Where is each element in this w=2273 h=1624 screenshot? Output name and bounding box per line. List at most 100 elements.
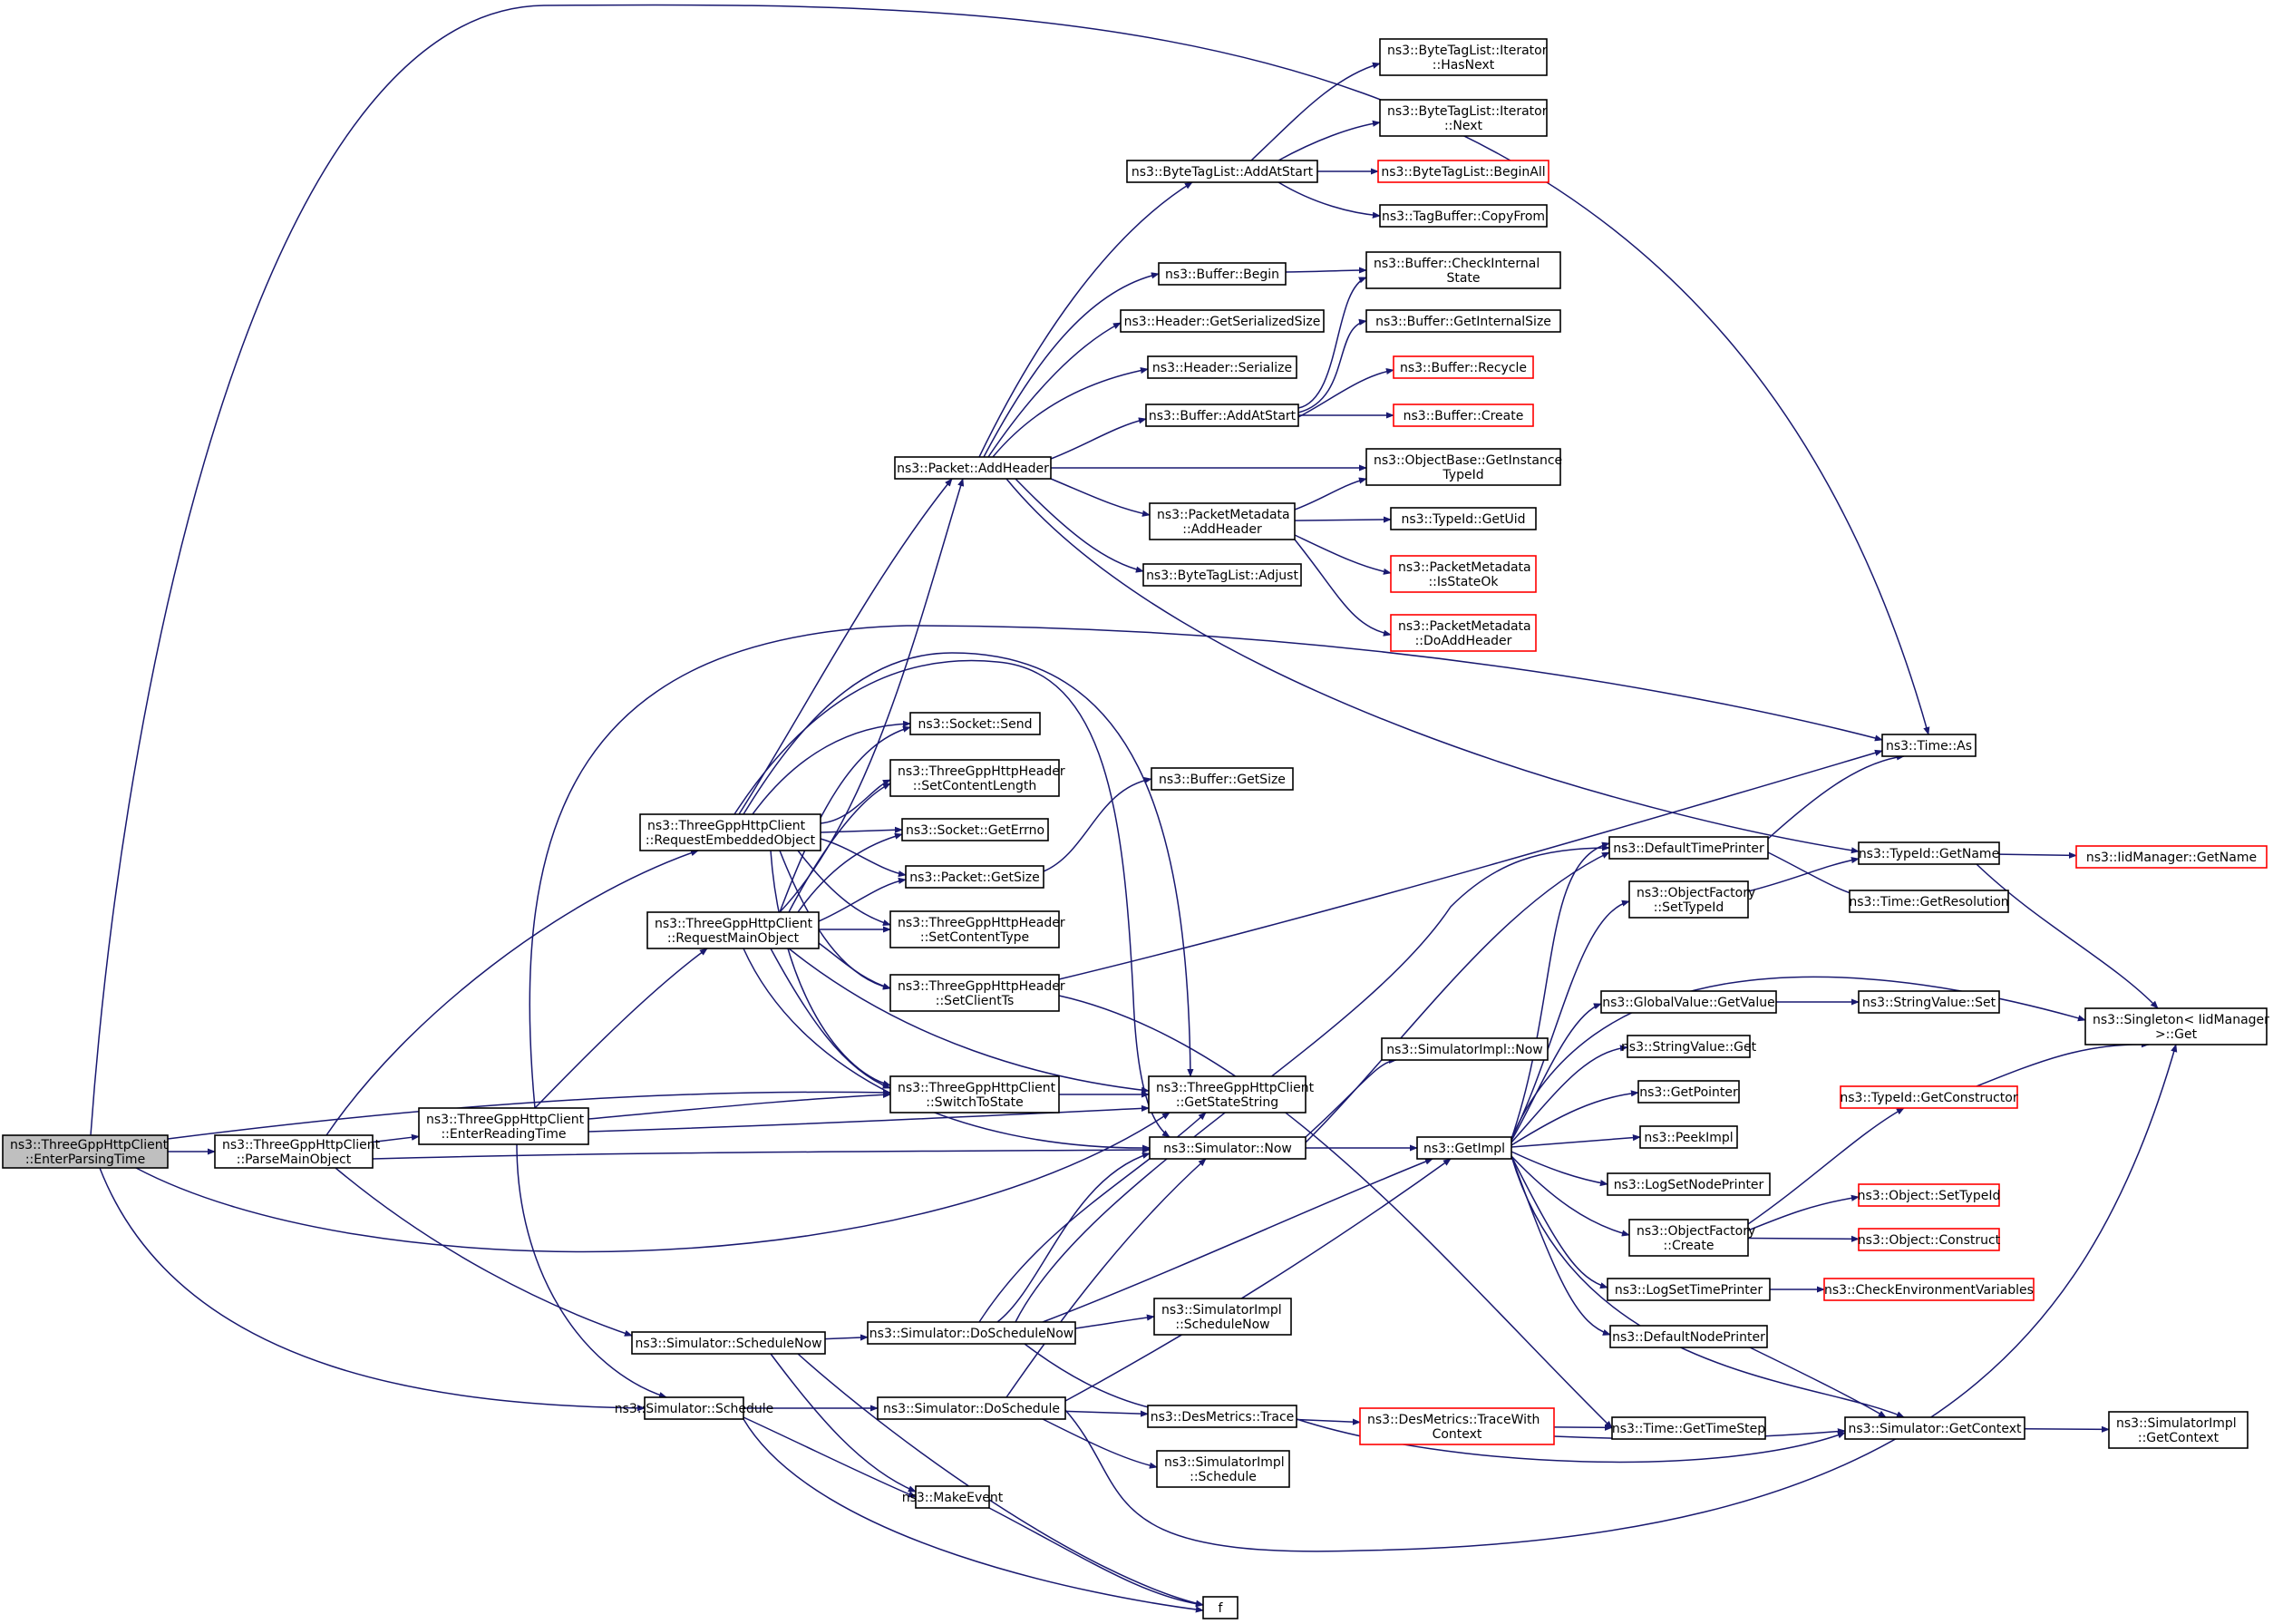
- edge-pktAddHeader-to-btlAdjust: [1015, 478, 1144, 573]
- node-get-impl[interactable]: ns3::GetImpl: [1416, 1136, 1512, 1160]
- edge-root-to-sched: [99, 1167, 646, 1412]
- node-box: [1858, 1183, 2000, 1207]
- edge-getImpl-to-logSetNodePrinter: [1510, 1151, 1608, 1187]
- node-obj-set-type-id[interactable]: ns3::Object::SetTypeId: [1858, 1183, 2001, 1207]
- node-label: ::AddHeader: [1182, 522, 1262, 537]
- node-box: [1390, 555, 1537, 593]
- node-label: ns3::ByteTagList::BeginAll: [1381, 165, 1545, 180]
- edge-objFactCreate-to-objSetTypeId: [1747, 1194, 1860, 1231]
- node-buf-add-at-start[interactable]: ns3::Buffer::AddAtStart: [1145, 404, 1299, 427]
- node-sim-get-context[interactable]: ns3::Simulator::GetContext: [1844, 1416, 2025, 1440]
- node-do-schedule-now[interactable]: ns3::Simulator::DoScheduleNow: [867, 1321, 1076, 1345]
- node-obj-fact-set-type-id[interactable]: ns3::ObjectFactory::SetTypeId: [1628, 880, 1755, 919]
- edge-pmAddHeader-to-pmIsStateOk: [1294, 534, 1392, 575]
- node-tag-buf-copy-from[interactable]: ns3::TagBuffer::CopyFrom: [1379, 204, 1548, 228]
- node-iid-get-name[interactable]: ns3::IidManager::GetName: [2075, 845, 2268, 869]
- node-type-id-get-constructor[interactable]: ns3::TypeId::GetConstructor: [1840, 1085, 2018, 1109]
- edge-reqMain-to-getErrno: [797, 832, 903, 913]
- node-log-set-node-printer[interactable]: ns3::LogSetNodePrinter: [1607, 1172, 1771, 1196]
- node-pm-add-header[interactable]: ns3::PacketMetadata::AddHeader: [1149, 502, 1296, 540]
- node-label: ns3::Buffer::CheckInternal: [1374, 257, 1540, 271]
- node-enter-reading[interactable]: ns3::ThreeGppHttpClient::EnterReadingTim…: [418, 1107, 589, 1145]
- node-log-set-time-printer[interactable]: ns3::LogSetTimePrinter: [1607, 1278, 1771, 1301]
- edge-reqMain-to-setContentLength: [788, 783, 891, 913]
- node-set-content-type[interactable]: ns3::ThreeGppHttpHeader::SetContentType: [889, 910, 1065, 948]
- node-pm-do-add-header[interactable]: ns3::PacketMetadata::DoAddHeader: [1390, 614, 1537, 652]
- node-buf-get-internal-size[interactable]: ns3::Buffer::GetInternalSize: [1365, 309, 1561, 333]
- node-singleton-get[interactable]: ns3::Singleton< IidManager>::Get: [2084, 1007, 2269, 1045]
- node-box: [1393, 404, 1534, 427]
- node-switch-to-state[interactable]: ns3::ThreeGppHttpClient::SwitchToState: [889, 1075, 1060, 1113]
- node-buf-get-size[interactable]: ns3::Buffer::GetSize: [1151, 767, 1294, 791]
- node-label: ns3::SimulatorImpl: [2116, 1416, 2237, 1431]
- node-des-trace[interactable]: ns3::DesMetrics::Trace: [1147, 1405, 1297, 1428]
- edge-bufAddAtStart-to-bufRecycle: [1297, 367, 1394, 418]
- node-sched-now[interactable]: ns3::Simulator::ScheduleNow: [631, 1331, 826, 1355]
- edge-reqEmbedded-to-getStateString: [743, 652, 1194, 1077]
- node-f[interactable]: f: [1202, 1596, 1238, 1619]
- node-get-errno[interactable]: ns3::Socket::GetErrno: [901, 818, 1049, 841]
- node-box: [1145, 404, 1299, 427]
- node-set-content-length[interactable]: ns3::ThreeGppHttpHeader::SetContentLengt…: [889, 759, 1065, 797]
- node-type-id-get-name[interactable]: ns3::TypeId::GetName: [1858, 841, 2000, 865]
- edge-reqEmbedded-to-pktGetSize: [820, 838, 907, 878]
- node-do-schedule[interactable]: ns3::Simulator::DoSchedule: [877, 1396, 1066, 1420]
- node-string-val-set[interactable]: ns3::StringValue::Set: [1858, 990, 2000, 1014]
- node-type-id-get-uid[interactable]: ns3::TypeId::GetUid: [1390, 507, 1537, 530]
- node-sched[interactable]: ns3::Simulator::Schedule: [615, 1396, 774, 1420]
- node-def-time-printer[interactable]: ns3::DefaultTimePrinter: [1608, 836, 1769, 860]
- node-btl-add-at-start[interactable]: ns3::ByteTagList::AddAtStart: [1126, 160, 1318, 183]
- node-set-client-ts[interactable]: ns3::ThreeGppHttpHeader::SetClientTs: [889, 974, 1065, 1012]
- node-pkt-get-size[interactable]: ns3::Packet::GetSize: [905, 865, 1044, 889]
- node-label: ns3::ThreeGppHttpHeader: [898, 916, 1065, 930]
- node-sim-impl-schedule-now[interactable]: ns3::SimulatorImpl::ScheduleNow: [1153, 1298, 1292, 1336]
- node-req-main[interactable]: ns3::ThreeGppHttpClient::RequestMainObje…: [646, 911, 820, 949]
- node-get-state-string[interactable]: ns3::ThreeGppHttpClient::GetStateString: [1148, 1075, 1315, 1113]
- node-label: ns3::TagBuffer::CopyFrom: [1382, 209, 1545, 224]
- node-sim-impl-schedule[interactable]: ns3::SimulatorImpl::Schedule: [1156, 1450, 1290, 1488]
- node-string-val-get[interactable]: ns3::StringValue::Get: [1621, 1035, 1757, 1058]
- node-box: [1607, 1278, 1771, 1301]
- edge-bufAddAtStart-to-bufCheckInternal: [1297, 277, 1367, 409]
- node-req-embedded[interactable]: ns3::ThreeGppHttpClient::RequestEmbedded…: [639, 813, 821, 851]
- node-time-as[interactable]: ns3::Time::As: [1881, 734, 1977, 757]
- node-box: [2108, 1411, 2249, 1449]
- node-def-node-printer[interactable]: ns3::DefaultNodePrinter: [1609, 1325, 1768, 1348]
- node-buf-create[interactable]: ns3::Buffer::Create: [1393, 404, 1534, 427]
- node-obj-fact-create[interactable]: ns3::ObjectFactory::Create: [1628, 1219, 1755, 1257]
- node-time-get-time-step[interactable]: ns3::Time::GetTimeStep: [1611, 1416, 1766, 1440]
- node-label: ns3::DefaultTimePrinter: [1613, 841, 1764, 856]
- node-make-event[interactable]: ns3::MakeEvent: [902, 1485, 1004, 1509]
- node-time-get-resolution[interactable]: ns3::Time::GetResolution: [1849, 890, 2009, 913]
- node-obj-construct[interactable]: ns3::Object::Construct: [1858, 1228, 2001, 1251]
- node-label: ns3::SimulatorImpl::Now: [1386, 1043, 1543, 1057]
- node-sim-now[interactable]: ns3::Simulator::Now: [1149, 1136, 1306, 1160]
- node-btli-next[interactable]: ns3::ByteTagList::Iterator::Next: [1379, 99, 1548, 137]
- node-pkt-add-header[interactable]: ns3::Packet::AddHeader: [894, 456, 1052, 480]
- node-btl-adjust[interactable]: ns3::ByteTagList::Adjust: [1142, 563, 1302, 587]
- node-socket-send[interactable]: ns3::Socket::Send: [909, 712, 1041, 735]
- node-label: ::SetContentLength: [913, 779, 1036, 793]
- node-hdr-serialize[interactable]: ns3::Header::Serialize: [1147, 355, 1297, 379]
- node-get-pointer[interactable]: ns3::GetPointer: [1637, 1080, 1740, 1104]
- node-check-env-vars[interactable]: ns3::CheckEnvironmentVariables: [1823, 1278, 2035, 1301]
- node-btl-begin-all[interactable]: ns3::ByteTagList::BeginAll: [1377, 160, 1549, 183]
- node-hdr-get-ser-size[interactable]: ns3::Header::GetSerializedSize: [1120, 309, 1325, 333]
- node-buf-begin[interactable]: ns3::Buffer::Begin: [1158, 262, 1287, 286]
- node-peek-impl[interactable]: ns3::PeekImpl: [1639, 1125, 1738, 1149]
- node-root[interactable]: ns3::ThreeGppHttpClient::EnterParsingTim…: [2, 1134, 169, 1169]
- node-btli-has-next[interactable]: ns3::ByteTagList::Iterator::HasNext: [1379, 38, 1548, 76]
- node-sim-impl-now[interactable]: ns3::SimulatorImpl::Now: [1381, 1037, 1549, 1061]
- node-sim-impl-get-context[interactable]: ns3::SimulatorImpl::GetContext: [2108, 1411, 2249, 1449]
- node-global-val-get-value[interactable]: ns3::GlobalValue::GetValue: [1600, 990, 1777, 1014]
- node-pm-is-state-ok[interactable]: ns3::PacketMetadata::IsStateOk: [1390, 555, 1537, 593]
- node-buf-recycle[interactable]: ns3::Buffer::Recycle: [1393, 355, 1534, 379]
- node-label: ns3::GlobalValue::GetValue: [1602, 996, 1774, 1010]
- node-label: ns3::Singleton< IidManager: [2093, 1013, 2269, 1027]
- node-parse-main[interactable]: ns3::ThreeGppHttpClient::ParseMainObject: [214, 1134, 381, 1169]
- node-label: ns3::Packet::AddHeader: [897, 462, 1049, 476]
